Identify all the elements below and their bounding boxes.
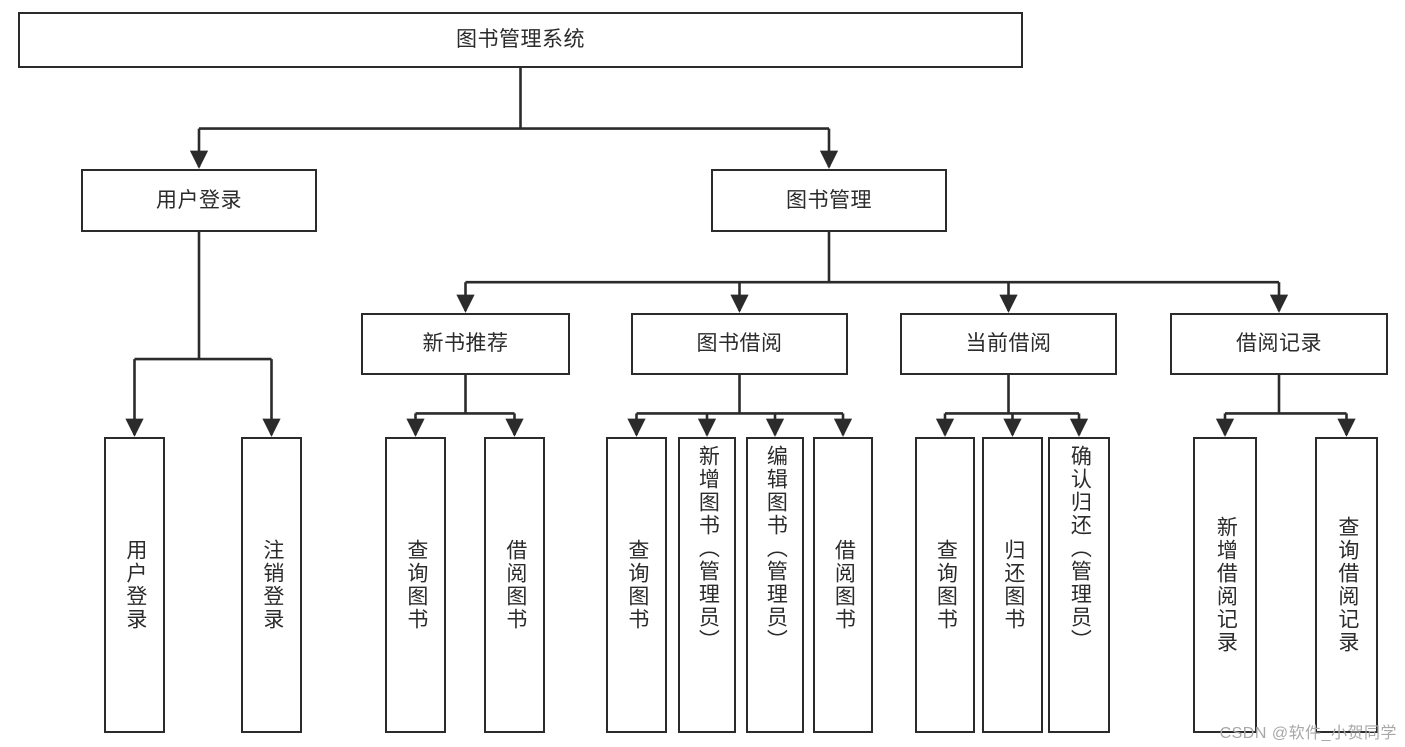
node-label-borrow-record: 借阅记录 (1236, 332, 1322, 356)
node-label-leaf-borrow-book-2: 借阅图书 (832, 539, 856, 631)
node-label-current-borrow: 当前借阅 (965, 332, 1052, 356)
node-label-leaf-query-book-2: 查询图书 (625, 539, 649, 631)
node-new-book-recommend[interactable]: 新书推荐 (361, 313, 570, 375)
node-book-borrow[interactable]: 图书借阅 (631, 313, 848, 375)
node-label-root: 图书管理系统 (456, 28, 585, 52)
node-leaf-logout-login[interactable]: 注销登录 (241, 437, 302, 733)
node-borrow-record[interactable]: 借阅记录 (1170, 313, 1388, 375)
node-leaf-query-book-2[interactable]: 查询图书 (606, 437, 667, 733)
node-leaf-borrow-book-1[interactable]: 借阅图书 (484, 437, 545, 733)
node-label-user-login: 用户登录 (156, 188, 242, 212)
node-label-book-borrow: 图书借阅 (696, 332, 783, 356)
node-label-book-management: 图书管理 (786, 188, 872, 212)
node-label-leaf-query-borrow-record: 查询借阅记录 (1335, 516, 1359, 654)
node-label-leaf-edit-book: 编辑图书（管理员） (764, 445, 788, 652)
node-book-management[interactable]: 图书管理 (711, 169, 947, 232)
node-leaf-add-borrow-record[interactable]: 新增借阅记录 (1193, 437, 1257, 733)
node-root[interactable]: 图书管理系统 (18, 12, 1023, 68)
node-label-leaf-confirm-return: 确认归还（管理员） (1068, 445, 1092, 652)
node-label-leaf-add-book: 新增图书（管理员） (696, 445, 720, 652)
node-leaf-borrow-book-2[interactable]: 借阅图书 (813, 437, 873, 733)
node-label-leaf-add-borrow-record: 新增借阅记录 (1214, 516, 1238, 654)
node-leaf-confirm-return[interactable]: 确认归还（管理员） (1048, 437, 1110, 733)
node-leaf-add-book[interactable]: 新增图书（管理员） (678, 437, 736, 733)
node-label-leaf-query-book-1: 查询图书 (404, 539, 428, 631)
node-leaf-query-borrow-record[interactable]: 查询借阅记录 (1315, 437, 1378, 733)
watermark-label: CSDN @软件_小贺同学 (1219, 725, 1397, 742)
node-leaf-query-book-3[interactable]: 查询图书 (915, 437, 975, 733)
node-leaf-query-book-1[interactable]: 查询图书 (385, 437, 446, 733)
node-label-leaf-borrow-book-1: 借阅图书 (503, 539, 527, 631)
node-leaf-return-book[interactable]: 归还图书 (982, 437, 1043, 733)
node-label-new-book-recommend: 新书推荐 (422, 332, 509, 356)
node-current-borrow[interactable]: 当前借阅 (900, 313, 1117, 375)
node-leaf-edit-book[interactable]: 编辑图书（管理员） (746, 437, 804, 733)
node-user-login[interactable]: 用户登录 (81, 169, 317, 232)
node-label-leaf-user-login: 用户登录 (123, 539, 147, 631)
node-label-leaf-logout-login: 注销登录 (260, 539, 284, 631)
node-leaf-user-login[interactable]: 用户登录 (104, 437, 165, 733)
node-label-leaf-return-book: 归还图书 (1001, 539, 1025, 631)
node-label-leaf-query-book-3: 查询图书 (934, 539, 958, 631)
